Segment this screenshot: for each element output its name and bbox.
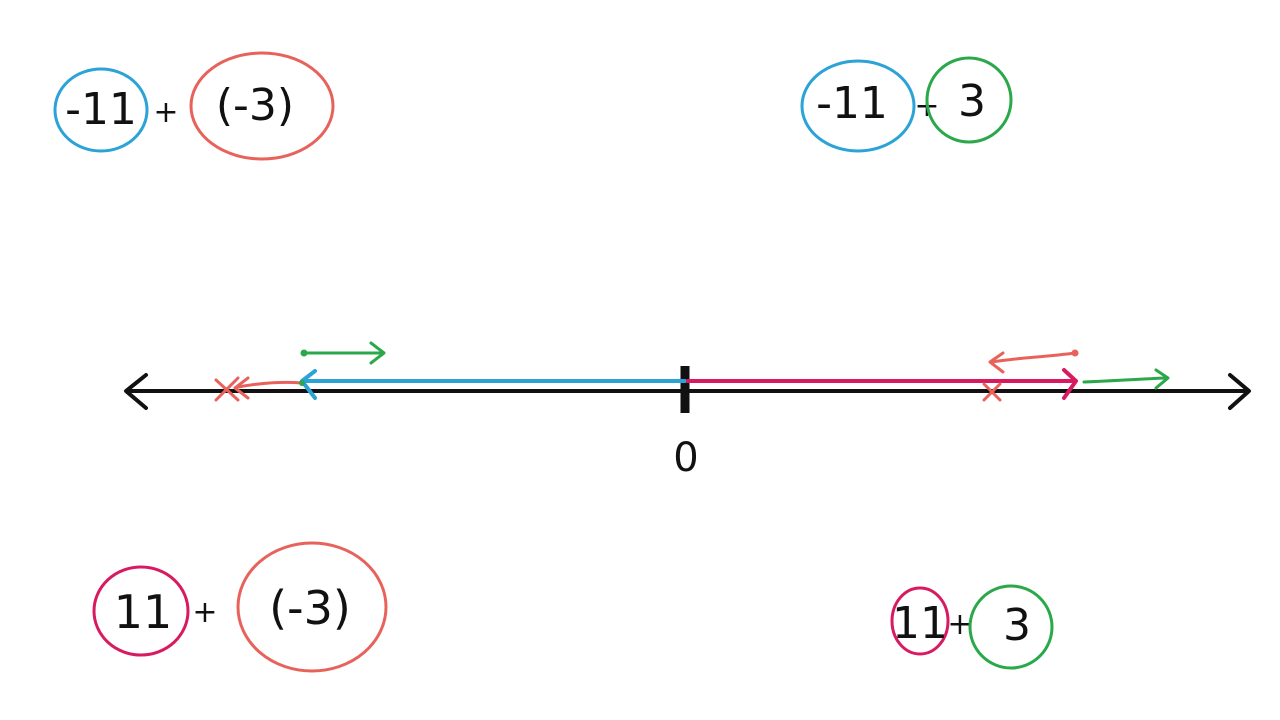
green-arrowhead-left xyxy=(369,341,386,365)
number-line: 0 xyxy=(124,341,1251,481)
red-vector-minus-3-left xyxy=(236,380,304,389)
term-second: 3 xyxy=(958,76,986,127)
axis-left-arrowhead xyxy=(124,373,148,410)
circle-green xyxy=(968,584,1054,670)
term-first: -11 xyxy=(65,84,137,135)
expression-bottom-left: 11 + (-3) xyxy=(92,541,388,673)
circle-red xyxy=(236,541,388,673)
red-arrowhead-right xyxy=(988,351,1005,374)
circle-magenta xyxy=(92,565,190,657)
plus-sign: + xyxy=(192,595,217,630)
term-second: (-3) xyxy=(216,80,294,131)
expression-top-left: -11 + (-3) xyxy=(53,51,335,161)
term-first: 11 xyxy=(114,585,173,639)
expression-top-right: -11 + 3 xyxy=(800,56,1013,153)
red-vector-minus-3-right xyxy=(990,351,1077,364)
green-vector-plus-3-right xyxy=(1082,376,1168,384)
axis-right-arrowhead xyxy=(1228,373,1251,410)
term-second: 3 xyxy=(1003,600,1031,651)
red-arrowhead-left xyxy=(233,376,250,400)
term-first: 11 xyxy=(892,598,948,649)
plus-sign: + xyxy=(153,95,178,130)
circle-green xyxy=(925,56,1013,144)
circle-blue xyxy=(53,67,149,153)
green-mark-at-minus-11 xyxy=(299,380,305,386)
zero-label: 0 xyxy=(673,435,698,481)
magenta-arrowhead xyxy=(1062,368,1078,400)
term-second: (-3) xyxy=(269,581,351,635)
circle-blue xyxy=(800,59,916,153)
red-x-mark-right xyxy=(982,382,1002,402)
expression-bottom-right: 11 + 3 xyxy=(890,584,1054,670)
red-x-mark-left xyxy=(214,376,240,402)
circle-magenta xyxy=(890,586,950,656)
term-first: -11 xyxy=(816,78,888,129)
plus-sign: + xyxy=(947,607,972,642)
circle-red xyxy=(189,51,335,161)
green-arrowhead-right xyxy=(1154,368,1170,390)
